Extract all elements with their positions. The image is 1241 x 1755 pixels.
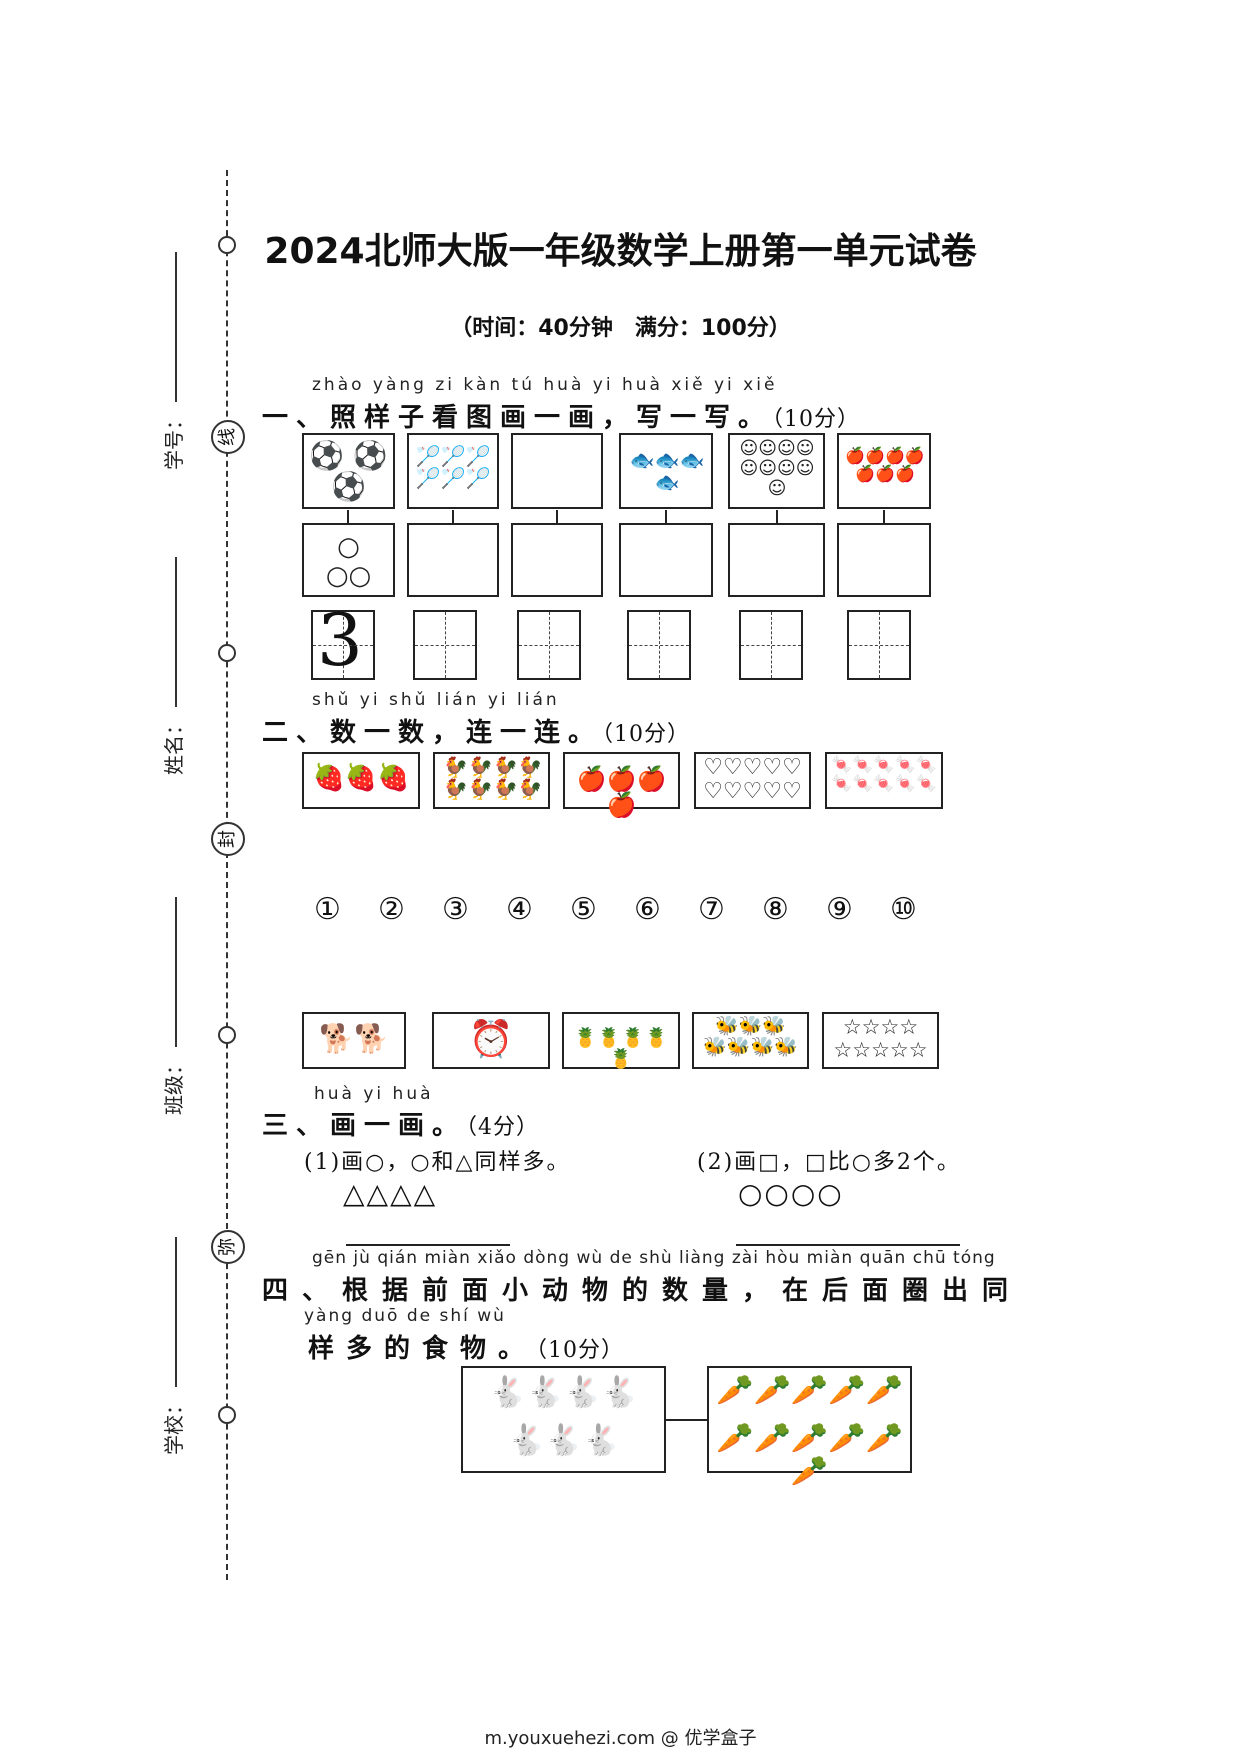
rabbit-icon: 🐇🐇🐇🐇 xyxy=(488,1375,639,1410)
carrot-icon[interactable]: 🥕🥕🥕🥕🥕🥕 xyxy=(716,1421,903,1489)
writing-grid[interactable] xyxy=(847,610,911,680)
q1-draw-box[interactable] xyxy=(619,523,713,597)
q2-picture-box: ♡♡♡♡♡ ♡♡♡♡♡ xyxy=(694,752,811,809)
q1-picture-box: ☺☺☺☺☺☺☺☺☺ xyxy=(728,433,825,509)
binding-hole xyxy=(218,1026,236,1044)
number-7[interactable]: ⑦ xyxy=(698,892,725,927)
soccer-ball-icon: ⚽ ⚽ ⚽ xyxy=(309,439,388,503)
q4-pinyin-line1: gēn jù qián miàn xiǎo dòng wù de shù lià… xyxy=(312,1248,996,1268)
q1-draw-box[interactable] xyxy=(837,523,931,597)
pineapple-icon: 🍍🍍🍍🍍🍍 xyxy=(573,1027,669,1070)
writing-grid[interactable] xyxy=(739,610,803,680)
name-field[interactable]: 姓名： xyxy=(158,557,187,775)
connector-line xyxy=(666,1419,707,1421)
q1-pinyin: zhào yàng zi kàn tú huà yi huà xiě yi xi… xyxy=(312,375,778,395)
class-field[interactable]: 班级： xyxy=(158,897,187,1115)
number-9[interactable]: ⑨ xyxy=(826,892,853,927)
pinyin-underline xyxy=(346,1244,510,1246)
strawberry-icon: 🍓🍓🍓 xyxy=(312,763,410,793)
q2-picture-box: 🍍🍍🍍🍍🍍 xyxy=(562,1012,680,1069)
q1-picture-box-empty[interactable] xyxy=(511,433,603,509)
number-5[interactable]: ⑤ xyxy=(570,892,597,927)
food-box[interactable]: 🥕🥕🥕🥕🥕 🥕🥕🥕🥕🥕🥕 xyxy=(707,1366,912,1488)
number-10[interactable]: ⑩ xyxy=(890,892,917,927)
apple-icon: 🍎🍎🍎🍎🍎🍎🍎 xyxy=(845,446,925,483)
q1-picture-box: 🍎🍎🍎🍎🍎🍎🍎 xyxy=(837,433,931,509)
binding-hole xyxy=(218,1406,236,1424)
q1-draw-box[interactable] xyxy=(407,523,499,597)
q2-picture-box: 🐝🐝🐝 🐝🐝🐝🐝 xyxy=(692,1012,809,1069)
q2-pinyin: shǔ yi shǔ lián yi lián xyxy=(312,690,560,710)
seal-xian: 线 xyxy=(211,420,245,454)
heart-icon: ♡♡♡♡♡ ♡♡♡♡♡ xyxy=(703,755,802,805)
q3-part1: (1)画○，○和△同样多。 xyxy=(304,1150,571,1175)
carrot-icon[interactable]: 🥕🥕🥕🥕🥕 xyxy=(716,1373,903,1408)
q1-draw-box[interactable] xyxy=(728,523,825,597)
q3-part2: (2)画□，□比○多2个。 xyxy=(697,1150,961,1175)
binding-hole xyxy=(218,644,236,662)
q1-picture-box: ⚽ ⚽ ⚽ xyxy=(302,433,395,509)
circle-icon: ○ ○○ xyxy=(325,532,372,591)
number-1[interactable]: ① xyxy=(314,892,341,927)
dog-icon: 🐕🐕 xyxy=(319,1022,389,1055)
binding-dashed-line xyxy=(226,170,228,1580)
children-icon: ☺☺☺☺☺☺☺☺☺ xyxy=(739,438,815,499)
school-field[interactable]: 学校： xyxy=(158,1237,187,1455)
q1-picture-box: 🐟🐟🐟🐟 xyxy=(619,433,713,509)
clock-icon: ⏰ xyxy=(468,1019,514,1060)
q1-draw-box-example: ○ ○○ xyxy=(302,523,395,597)
rabbit-icon: 🐇🐇🐇 xyxy=(507,1423,620,1458)
number-4[interactable]: ④ xyxy=(506,892,533,927)
circle-icon: ○○○○ xyxy=(738,1177,844,1210)
star-icon: ☆☆☆☆ ☆☆☆☆☆ xyxy=(833,1015,928,1063)
writing-grid[interactable] xyxy=(413,610,477,680)
writing-grid[interactable] xyxy=(517,610,581,680)
seal-feng: 封 xyxy=(211,822,245,856)
pinyin-underline xyxy=(736,1244,960,1246)
fish-icon: 🐟🐟🐟🐟 xyxy=(629,448,705,494)
q3-title: 三、画一画。（4分） xyxy=(262,1111,540,1141)
binding-hole xyxy=(218,236,236,254)
q4-title-line1: 四、根据前面小动物的数量，在后面圈出同 xyxy=(262,1276,1023,1306)
writing-grid[interactable] xyxy=(627,610,691,680)
seal-mi: 弥 xyxy=(211,1230,245,1264)
q2-picture-box: 🍎🍎🍎🍎 xyxy=(563,752,680,819)
writing-grid-example: 3 xyxy=(311,604,375,680)
q2-picture-box: ☆☆☆☆ ☆☆☆☆☆ xyxy=(822,1012,939,1069)
student-id-field[interactable]: 学号： xyxy=(158,252,187,470)
q2-picture-box: 🍬🍬🍬🍬🍬 🍬🍬🍬🍬🍬 xyxy=(825,752,943,809)
q2-title: 二、数一数，连一连。（10分） xyxy=(262,718,691,748)
q1-draw-box[interactable] xyxy=(511,523,603,597)
q2-picture-box: 🐓🐓🐓🐓🐓🐓🐓🐓 xyxy=(433,752,550,809)
q4-pinyin-line2: yàng duō de shí wù xyxy=(304,1306,506,1326)
animal-box: 🐇🐇🐇🐇 🐇🐇🐇 xyxy=(461,1366,666,1473)
shuttlecock-icon: 🏸🏸🏸🏸🏸🏸 xyxy=(415,444,491,490)
footer-watermark: m.youxuehezi.com @ 优学盒子 xyxy=(484,1728,757,1749)
apple-icon: 🍎🍎🍎🍎 xyxy=(576,765,667,820)
q3-pinyin: huà yi huà xyxy=(314,1084,434,1104)
q2-picture-box: ⏰ xyxy=(432,1012,550,1069)
q1-picture-box: 🏸🏸🏸🏸🏸🏸 xyxy=(407,433,499,509)
exam-title: 2024北师大版一年级数学上册第一单元试卷 xyxy=(264,231,977,272)
rooster-icon: 🐓🐓🐓🐓🐓🐓🐓🐓 xyxy=(443,755,543,801)
example-digit: 3 xyxy=(317,598,363,682)
triangle-icon: △△△△ xyxy=(343,1177,438,1210)
number-2[interactable]: ② xyxy=(378,892,405,927)
q2-picture-box: 🍓🍓🍓 xyxy=(302,752,420,809)
number-6[interactable]: ⑥ xyxy=(634,892,661,927)
number-8[interactable]: ⑧ xyxy=(762,892,789,927)
q2-picture-box: 🐕🐕 xyxy=(302,1012,406,1069)
exam-subtitle: （时间：40分钟 满分：100分） xyxy=(450,316,791,341)
number-3[interactable]: ③ xyxy=(442,892,469,927)
q1-title: 一、照样子看图画一画，写一写。（10分） xyxy=(262,403,861,433)
q4-title-line2: 样多的食物。（10分） xyxy=(308,1334,625,1364)
bee-icon: 🐝🐝🐝 🐝🐝🐝🐝 xyxy=(703,1015,798,1058)
candy-icon: 🍬🍬🍬🍬🍬 🍬🍬🍬🍬🍬 xyxy=(831,755,937,794)
